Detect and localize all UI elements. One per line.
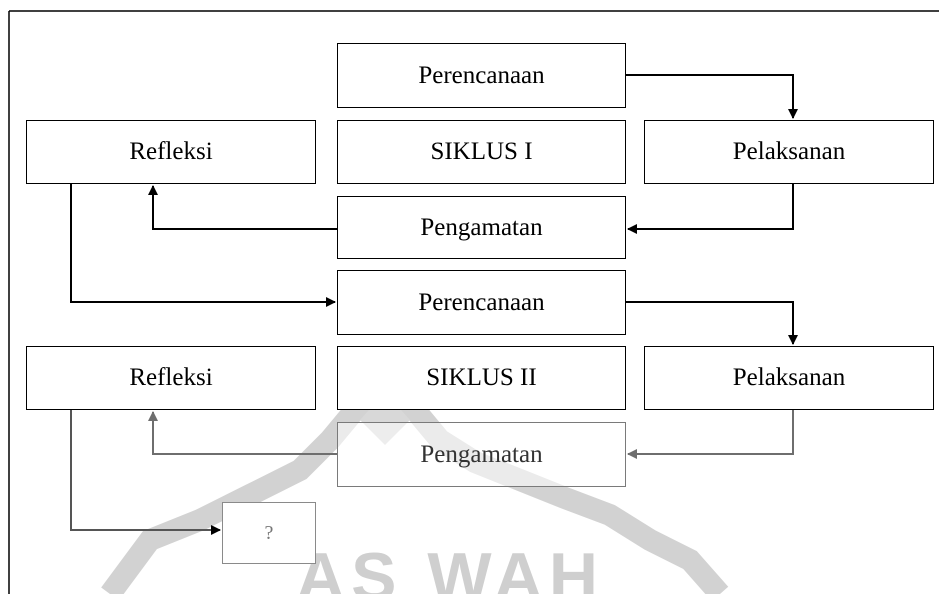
cycle2-implementation-label: Pelaksanan [732,364,846,391]
cycle2-title-label: SIKLUS II [426,364,537,391]
cycle2-observation-box: Pengamatan [337,422,626,487]
arrow-c1-observation-to-reflection [148,185,337,230]
next-step-label: ? [264,521,274,544]
cycle2-reflection-box: Refleksi [26,346,316,410]
cycle2-implementation-box: Pelaksanan [644,346,934,410]
watermark-text: AS WAH [296,539,604,594]
cycle1-planning-box: Perencanaan [337,43,626,108]
cycle1-reflection-label: Refleksi [129,138,213,165]
arrow-c2-reflection-to-next-step [70,410,221,535]
cycle2-observation-label: Pengamatan [420,440,543,468]
arrow-c1-planning-to-implementation [626,74,798,119]
cycle2-planning-label: Perencanaan [418,288,545,316]
cycle1-title-box: SIKLUS I [337,120,626,184]
arrow-c2-implementation-to-observation [627,410,794,459]
arrow-c1-reflection-to-c2-planning [70,184,336,307]
arrow-c1-implementation-to-observation [627,184,794,234]
cycle1-observation-box: Pengamatan [337,196,626,259]
arrow-c2-planning-to-implementation [626,301,798,345]
cycle1-title-label: SIKLUS I [430,138,533,165]
next-step-box: ? [222,502,316,564]
cycle2-title-box: SIKLUS II [337,346,626,410]
cycle1-implementation-box: Pelaksanan [644,120,934,184]
cycle1-observation-label: Pengamatan [420,213,543,241]
cycle1-reflection-box: Refleksi [26,120,316,184]
cycle1-planning-label: Perencanaan [418,61,545,89]
cycle2-planning-box: Perencanaan [337,270,626,335]
cycle1-implementation-label: Pelaksanan [732,138,846,165]
arrow-c2-observation-to-reflection [148,411,337,455]
cycle2-reflection-label: Refleksi [129,364,213,391]
